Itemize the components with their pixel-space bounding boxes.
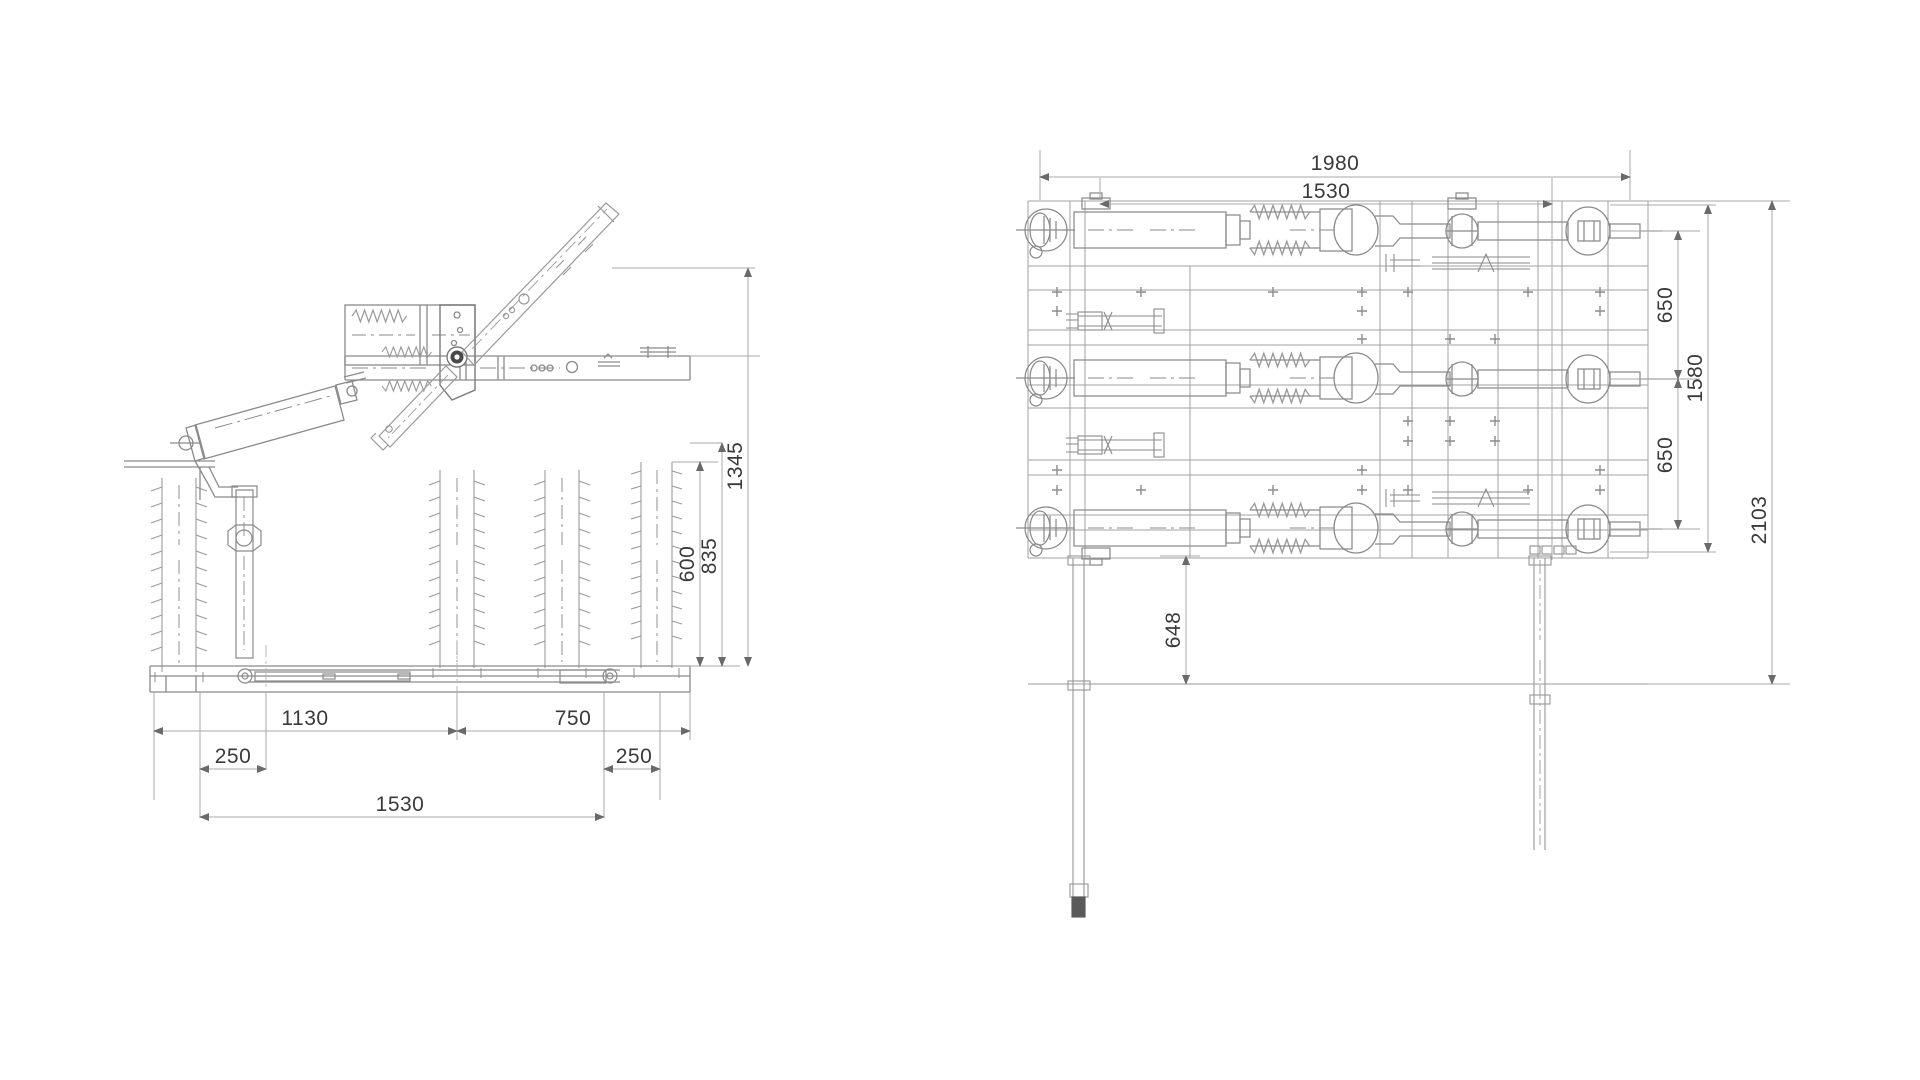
dim-label-1130: 1130	[281, 707, 328, 730]
mounting-frame-rails	[1027, 200, 1649, 559]
pivot-joint	[439, 304, 476, 401]
dim-label-1345: 1345	[724, 442, 747, 491]
dim-label-650-upper: 650	[1654, 287, 1677, 324]
pole-assembly-phase-b	[1016, 352, 1678, 407]
dim-label-835: 835	[698, 538, 721, 575]
dim-label-650-lower: 650	[1654, 437, 1677, 474]
dim-label-648: 648	[1162, 612, 1185, 649]
post-insulator-1	[150, 478, 208, 682]
side-view-dimensions	[153, 267, 760, 821]
rotating-blade-arm-lower	[370, 365, 458, 451]
upper-contact-beam	[344, 346, 691, 392]
dim-label-1580: 1580	[1684, 354, 1707, 403]
vertical-operating-shafts	[1028, 555, 1648, 918]
bolt-markers	[1052, 287, 1605, 495]
base-frame-channel	[149, 665, 691, 693]
dim-label-1530-top: 1530	[1302, 180, 1351, 203]
dim-label-750: 750	[555, 707, 592, 730]
dim-label-250-left: 250	[215, 745, 252, 768]
operating-actuator-cylinder	[170, 371, 367, 462]
top-view-dimensions	[1039, 150, 1790, 685]
post-insulator-4	[630, 462, 683, 678]
side-elevation-view: 1130 750 250 250 1530 600 835 1345	[124, 202, 760, 821]
pole-assembly-phase-c	[1016, 487, 1662, 566]
horizontal-linkage-rod	[237, 668, 620, 684]
vertical-operating-rod	[227, 485, 262, 659]
rotating-blade-arm-upper	[461, 202, 620, 366]
phase-a-actuator-link	[1066, 308, 1165, 334]
dim-label-600: 600	[676, 546, 699, 583]
centre-marks	[265, 640, 458, 700]
pole-assembly-phase-a	[1016, 192, 1662, 273]
dim-label-2103: 2103	[1748, 496, 1771, 545]
dim-label-1530: 1530	[376, 793, 425, 816]
post-insulator-3	[533, 470, 591, 678]
insulator-stacks-group	[150, 462, 683, 682]
dim-label-250-right: 250	[616, 745, 653, 768]
phase-b-actuator-link	[1066, 432, 1165, 458]
left-mounting-bracket	[124, 460, 238, 500]
top-plan-view: 1980 1530 650 1580 650 2103 648	[1016, 150, 1790, 918]
dim-label-1980: 1980	[1311, 152, 1360, 175]
